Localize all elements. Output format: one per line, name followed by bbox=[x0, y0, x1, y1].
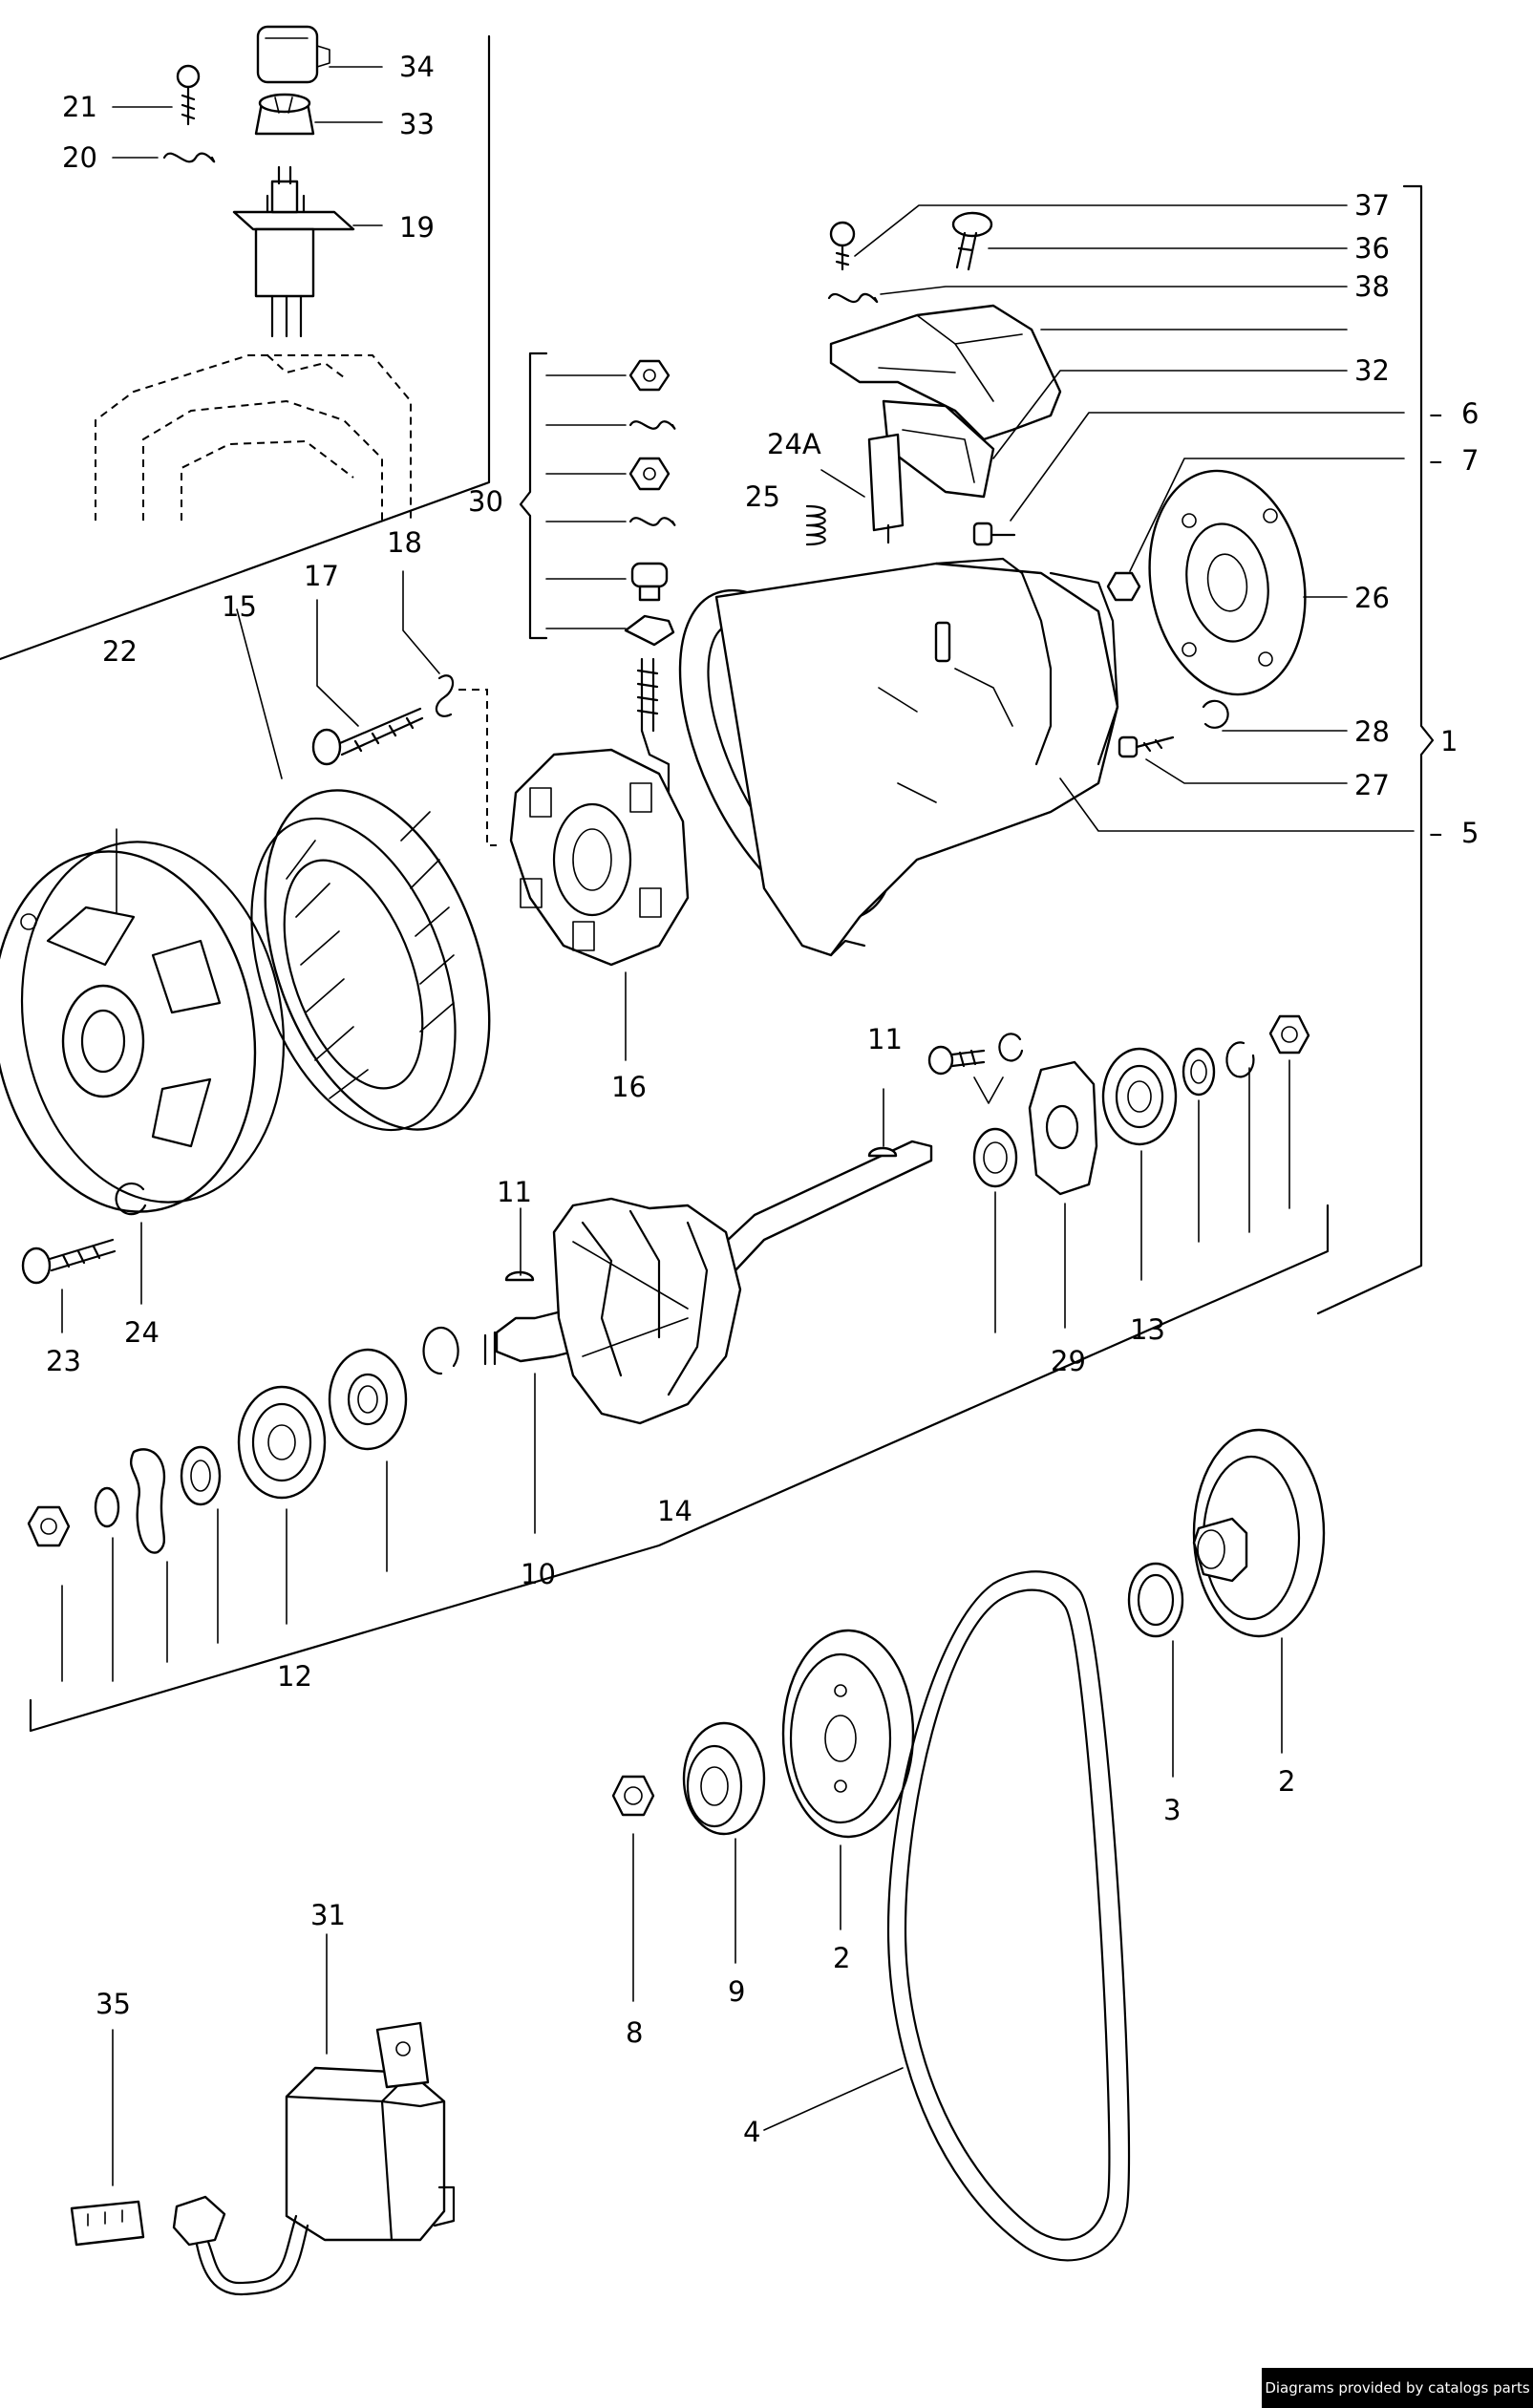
label-35: 35 bbox=[96, 1988, 131, 2020]
label-13: 13 bbox=[1130, 1313, 1165, 1346]
label-17: 17 bbox=[304, 560, 339, 592]
credit-banner: Diagrams provided by catalogs parts bbox=[1262, 2368, 1533, 2408]
label-6: 6 bbox=[1461, 397, 1479, 430]
label-11-right: 11 bbox=[867, 1023, 903, 1055]
label-24a: 24A bbox=[767, 428, 821, 460]
label-2-left: 2 bbox=[833, 1942, 850, 1974]
inset-plug-group bbox=[0, 25, 491, 661]
dash-6: – bbox=[1429, 397, 1443, 430]
stator-15 bbox=[236, 608, 491, 1132]
label-11-left: 11 bbox=[497, 1176, 532, 1208]
screw-23-washer-24 bbox=[21, 1183, 147, 1333]
label-28: 28 bbox=[1354, 715, 1390, 748]
label-36: 36 bbox=[1354, 232, 1390, 265]
label-16: 16 bbox=[611, 1071, 647, 1103]
label-5: 5 bbox=[1461, 817, 1479, 849]
label-23: 23 bbox=[46, 1345, 81, 1377]
label-31: 31 bbox=[310, 1899, 346, 1931]
label-32: 32 bbox=[1354, 354, 1390, 387]
label-22: 22 bbox=[102, 635, 138, 668]
label-26: 26 bbox=[1354, 582, 1390, 614]
pulley-belt-group bbox=[611, 1428, 1326, 2262]
label-9: 9 bbox=[728, 1975, 745, 2008]
label-15: 15 bbox=[222, 590, 257, 623]
front-housing-22 bbox=[0, 828, 286, 1213]
label-10: 10 bbox=[521, 1558, 556, 1590]
label-19: 19 bbox=[399, 211, 435, 244]
label-29: 29 bbox=[1051, 1345, 1086, 1377]
label-18: 18 bbox=[387, 526, 422, 559]
label-14: 14 bbox=[657, 1495, 692, 1527]
fastener-set-30 bbox=[519, 352, 676, 795]
label-37: 37 bbox=[1354, 189, 1390, 222]
label-27: 27 bbox=[1354, 769, 1390, 801]
end-plate-group bbox=[972, 184, 1435, 1315]
label-2-right: 2 bbox=[1278, 1765, 1295, 1798]
label-8: 8 bbox=[626, 2016, 643, 2049]
label-7: 7 bbox=[1461, 444, 1479, 477]
label-24: 24 bbox=[124, 1316, 160, 1349]
label-30: 30 bbox=[468, 485, 503, 518]
label-4: 4 bbox=[743, 2116, 760, 2148]
dash-5: – bbox=[1429, 817, 1443, 849]
label-3: 3 bbox=[1163, 1794, 1181, 1826]
label-34: 34 bbox=[399, 51, 435, 83]
regulator-group bbox=[805, 204, 1405, 546]
label-25: 25 bbox=[745, 480, 780, 513]
credit-text: Diagrams provided by catalogs parts bbox=[1265, 2379, 1530, 2397]
label-1: 1 bbox=[1440, 725, 1458, 757]
callout-labels: 34 33 19 21 20 37 36 38 32 – 6 – 7 24A 2… bbox=[46, 51, 1479, 2148]
label-20: 20 bbox=[62, 141, 97, 174]
dash-7: – bbox=[1429, 444, 1443, 477]
alternator-housing bbox=[678, 557, 1415, 957]
rotor-assembly bbox=[27, 1014, 1330, 1733]
label-38: 38 bbox=[1354, 270, 1390, 303]
label-21: 21 bbox=[62, 91, 97, 123]
rectifier-16 bbox=[509, 748, 690, 1061]
screws-17-18 bbox=[311, 570, 497, 846]
label-33: 33 bbox=[399, 108, 435, 140]
relay-group bbox=[70, 1933, 456, 2296]
label-12: 12 bbox=[277, 1660, 312, 1693]
